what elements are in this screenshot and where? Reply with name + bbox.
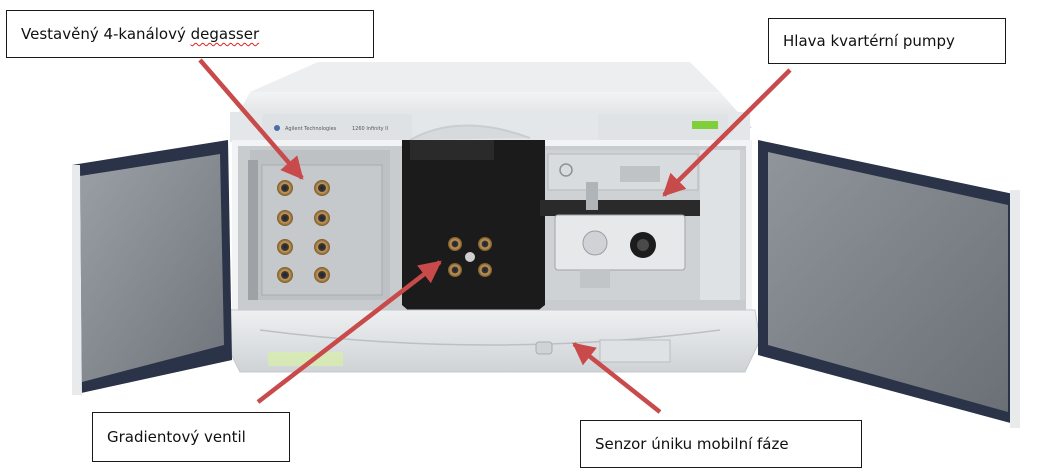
- fitting-icon: [277, 210, 293, 226]
- arrow-degasser: [198, 58, 304, 180]
- label-degasser-word: degasser: [190, 25, 260, 43]
- fitting-icon: [314, 239, 330, 255]
- label-leak-sensor: Senzor úniku mobilní fáze: [580, 420, 862, 468]
- status-led: [692, 121, 718, 129]
- pump-top-housing: Agilent Technologies 1260 Infinity II: [230, 62, 752, 142]
- label-gradient-valve: Gradientový ventil: [92, 412, 290, 462]
- fitting-icon: [314, 267, 330, 283]
- pump-head: [554, 214, 686, 271]
- fitting-icon: [448, 237, 462, 251]
- arrow-gradient-valve: [256, 260, 442, 404]
- fitting-icon: [277, 239, 293, 255]
- model-label: 1260 Infinity II: [352, 126, 388, 132]
- fitting-icon: [448, 263, 462, 277]
- fitting-icon: [478, 237, 492, 251]
- leak-sensor-port: [535, 341, 553, 355]
- right-door: [758, 140, 1020, 428]
- gradient-valve-block: [402, 140, 545, 325]
- brand-label: Agilent Technologies: [285, 126, 337, 132]
- fitting-icon: [478, 263, 492, 277]
- label-leak-sensor-text: Senzor úniku mobilní fáze: [595, 435, 789, 453]
- fitting-icon: [314, 180, 330, 196]
- label-degasser-text: Vestavěný 4-kanálový: [21, 25, 186, 43]
- pump-base: [223, 309, 761, 373]
- label-pump-head-text: Hlava kvartérní pumpy: [783, 32, 955, 50]
- arrow-leak-sensor: [572, 342, 662, 414]
- pump-body: [232, 140, 752, 325]
- fitting-icon: [277, 180, 293, 196]
- agilent-logo-icon: [274, 125, 280, 131]
- gradient-valve-fittings: [448, 237, 492, 277]
- label-gradient-valve-text: Gradientový ventil: [107, 428, 246, 446]
- fitting-icon: [314, 210, 330, 226]
- annotation-arrows: [198, 58, 792, 414]
- label-degasser: Vestavěný 4-kanálový degasser: [6, 10, 374, 58]
- fitting-icon: [277, 267, 293, 283]
- left-door: [72, 140, 232, 395]
- degasser-fittings: [277, 180, 330, 283]
- label-pump-head: Hlava kvartérní pumpy: [768, 18, 1006, 64]
- arrow-pump-head: [662, 68, 792, 197]
